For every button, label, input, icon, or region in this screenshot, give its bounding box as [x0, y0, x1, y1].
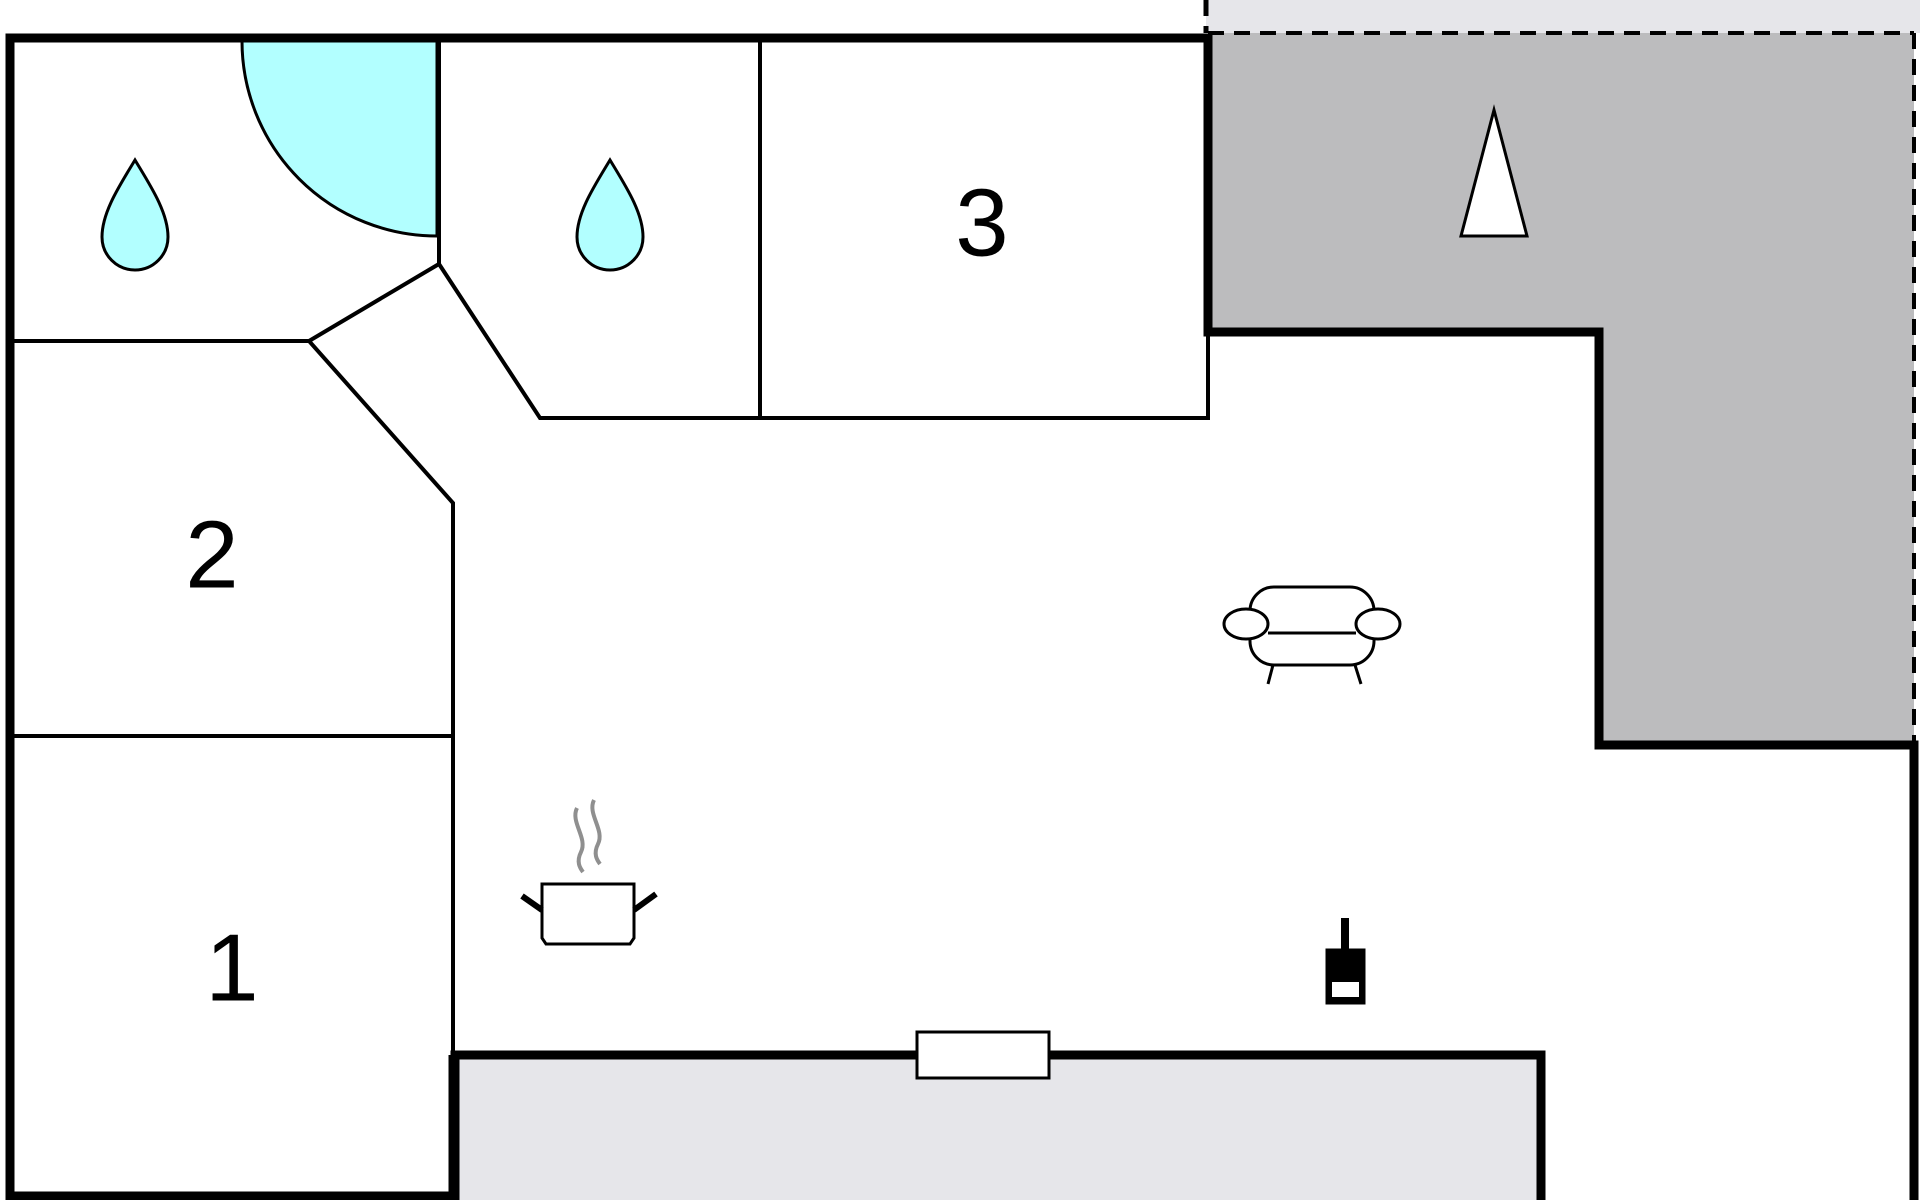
- covered-terrace: [1208, 33, 1914, 745]
- outdoor-strip-top: [1206, 0, 1920, 33]
- water-drop-icon: [575, 157, 645, 272]
- interior-walls: [10, 38, 1210, 1055]
- sofa-icon: [1222, 585, 1402, 685]
- room-label-3: 3: [955, 169, 1008, 276]
- cooking-pot-icon: [520, 799, 658, 946]
- fireplace-icon: [1325, 918, 1366, 1005]
- exterior-wall-outline: [5, 33, 1919, 1200]
- tent-icon: [1459, 104, 1529, 238]
- shower-tray: [240, 39, 439, 238]
- window-icon: [915, 1030, 1051, 1080]
- room-label-1: 1: [205, 914, 258, 1021]
- room-label-2: 2: [185, 501, 238, 608]
- water-drop-icon: [100, 157, 170, 272]
